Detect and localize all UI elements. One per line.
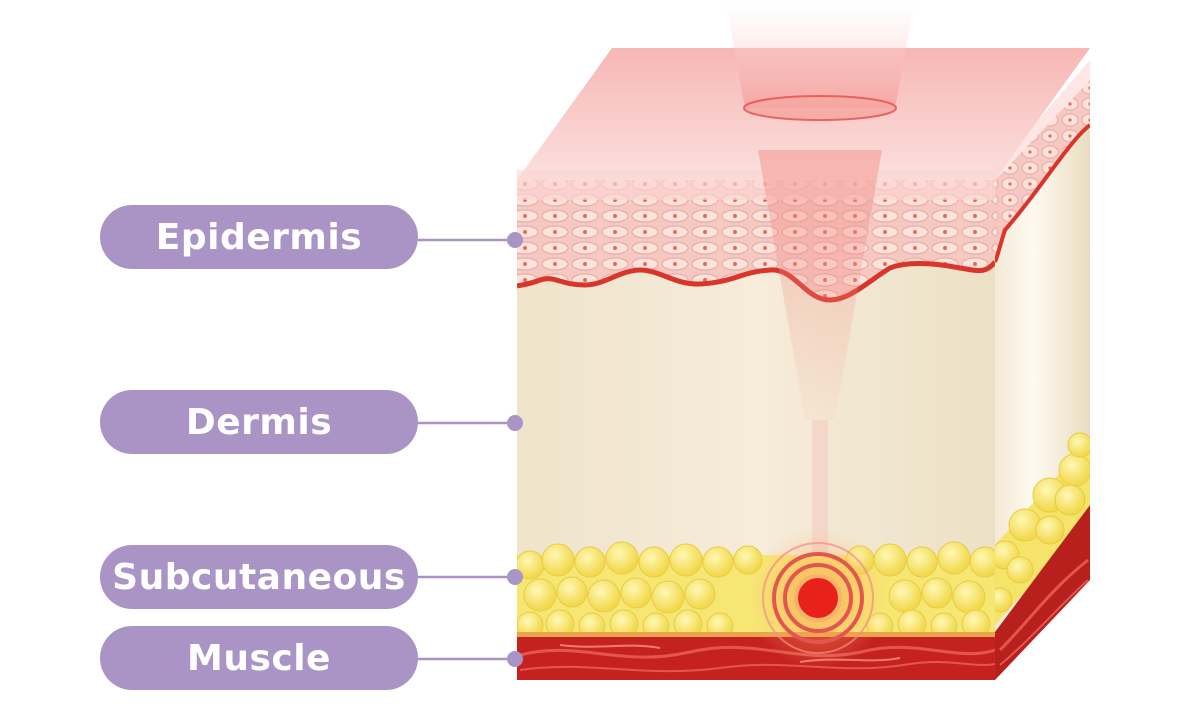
muscle-dot	[507, 651, 523, 667]
dermis-dot	[507, 415, 523, 431]
epidermis-dot	[507, 232, 523, 248]
focal-point	[794, 574, 842, 622]
side-face	[995, 80, 1090, 680]
laser-beam-head	[725, 0, 915, 108]
subcutaneous-dot	[507, 569, 523, 585]
label-dermis: Dermis	[100, 390, 418, 454]
connector-dots	[507, 232, 523, 667]
label-subcutaneous: Subcutaneous	[100, 545, 418, 609]
label-muscle: Muscle	[100, 626, 418, 690]
connector-lines	[418, 238, 515, 661]
label-epidermis: Epidermis	[100, 205, 418, 269]
muscle-layer	[517, 634, 995, 680]
laser-beam	[758, 150, 882, 420]
